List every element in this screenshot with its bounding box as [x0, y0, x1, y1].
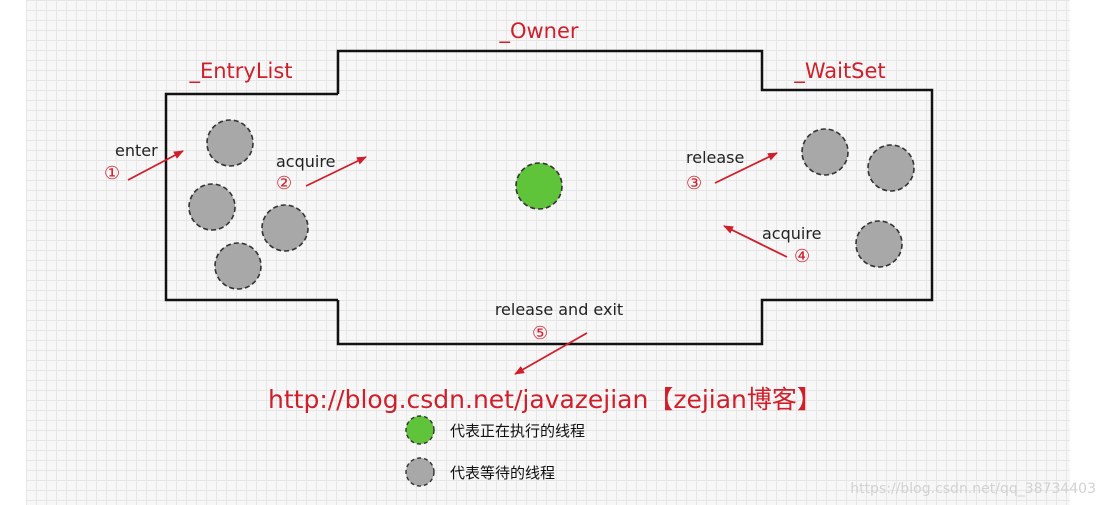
waiting-thread: [214, 242, 262, 290]
enter-arrow: [127, 150, 184, 181]
legend-active-label: 代表正在执行的线程: [450, 422, 585, 440]
blog-url-caption: http://blog.csdn.net/javazejian【zejian博客…: [268, 385, 822, 414]
legend-waiting-label: 代表等待的线程: [450, 464, 555, 482]
watermark: https://blog.csdn.net/qq_38734403: [850, 481, 1096, 497]
wait-set-title: _WaitSet: [793, 59, 885, 84]
waiting-thread: [801, 128, 849, 176]
waiting-thread: [206, 119, 254, 167]
release-arrow: [714, 152, 778, 184]
step-enter-label: enter: [115, 141, 158, 160]
waiting-thread: [867, 144, 915, 192]
step-release-exit-label: release and exit: [495, 300, 623, 319]
legend-active-swatch: [405, 415, 435, 445]
step-1-number: ①: [104, 163, 120, 184]
entry-list-title: _EntryList: [188, 59, 292, 84]
step-acquire-label: acquire: [276, 152, 335, 171]
owner-title: _Owner: [498, 19, 578, 44]
reacquire-arrow: [723, 225, 788, 258]
release-exit-arrow: [514, 332, 588, 375]
step-3-number: ③: [686, 173, 702, 194]
step-release-label: release: [686, 148, 744, 167]
waiting-thread: [261, 204, 309, 252]
step-reacquire-label: acquire: [762, 224, 821, 243]
waiting-thread: [855, 220, 903, 268]
acquire-arrow: [305, 156, 367, 187]
waiting-thread: [188, 183, 236, 231]
step-4-number: ④: [794, 246, 810, 267]
monitor-outline: [164, 49, 934, 346]
legend-waiting-swatch: [405, 457, 435, 487]
step-2-number: ②: [276, 173, 292, 194]
active-thread: [515, 162, 563, 210]
step-5-number: ⑤: [532, 323, 548, 344]
